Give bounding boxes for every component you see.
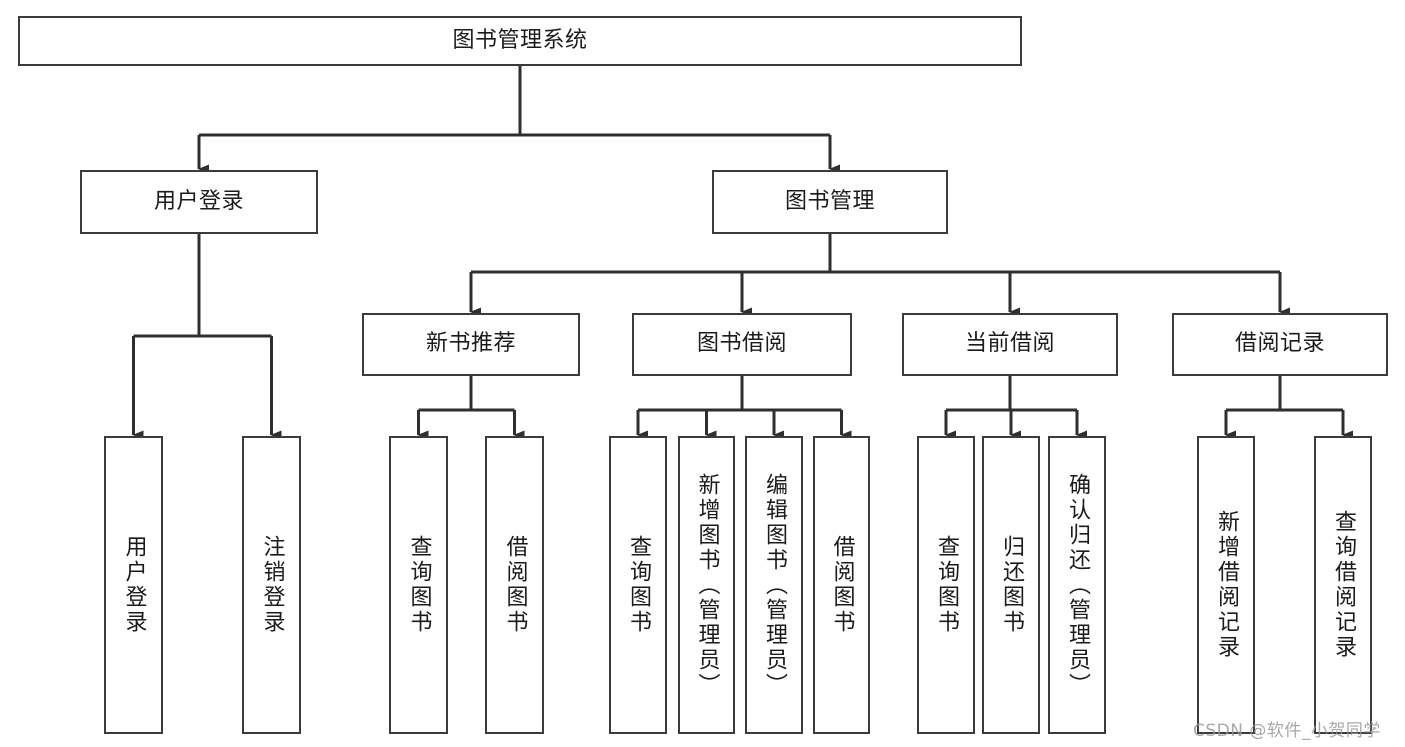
node-leaf-borrow-do: 借阅图书 <box>813 436 870 734</box>
watermark-text: CSDN @软件_小贺同学 <box>1193 721 1381 741</box>
node-book-manage: 图书管理 <box>712 170 948 234</box>
node-leaf-user-logout: 注销登录 <box>242 436 301 734</box>
node-leaf-cur-confirm: 确认归还（管理员） <box>1048 436 1106 734</box>
node-leaf-rec-query: 查询图书 <box>389 436 448 734</box>
node-borrow-record: 借阅记录 <box>1172 313 1388 376</box>
node-label-leaf-borrow-edit: 编辑图书（管理员） <box>762 472 787 698</box>
node-leaf-rec-search: 查询借阅记录 <box>1314 436 1372 734</box>
node-leaf-cur-query: 查询图书 <box>917 436 975 734</box>
node-label-leaf-rec-search: 查询借阅记录 <box>1331 510 1356 660</box>
node-label-leaf-cur-return: 归还图书 <box>999 535 1024 635</box>
node-label-book-manage: 图书管理 <box>784 188 875 214</box>
node-label-current-borrow: 当前借阅 <box>964 331 1055 357</box>
node-leaf-user-login: 用户登录 <box>104 436 163 734</box>
node-label-new-book-rec: 新书推荐 <box>425 331 516 357</box>
node-current-borrow: 当前借阅 <box>902 313 1118 376</box>
connector-paths <box>132 66 1353 440</box>
node-label-leaf-rec-borrow: 借阅图书 <box>502 535 528 635</box>
node-label-leaf-borrow-add: 新增图书（管理员） <box>694 472 720 698</box>
node-leaf-borrow-edit: 编辑图书（管理员） <box>745 436 803 734</box>
node-leaf-cur-return: 归还图书 <box>982 436 1040 734</box>
node-label-leaf-borrow-do: 借阅图书 <box>829 535 855 635</box>
node-label-leaf-user-login: 用户登录 <box>121 535 147 635</box>
node-label-user-login: 用户登录 <box>153 188 244 214</box>
node-label-book-borrow: 图书借阅 <box>696 331 787 357</box>
node-label-leaf-rec-query: 查询图书 <box>406 535 432 635</box>
node-leaf-borrow-query: 查询图书 <box>609 436 667 734</box>
node-leaf-borrow-add: 新增图书（管理员） <box>678 436 735 734</box>
node-new-book-rec: 新书推荐 <box>362 313 580 376</box>
node-book-borrow: 图书借阅 <box>632 313 852 376</box>
node-label-root: 图书管理系统 <box>452 27 588 53</box>
node-user-login: 用户登录 <box>80 170 318 234</box>
node-label-borrow-record: 借阅记录 <box>1234 331 1325 357</box>
node-label-leaf-cur-confirm: 确认归还（管理员） <box>1065 472 1090 698</box>
node-root: 图书管理系统 <box>18 16 1022 66</box>
node-label-leaf-user-logout: 注销登录 <box>259 535 285 635</box>
node-leaf-rec-add: 新增借阅记录 <box>1197 436 1255 734</box>
node-label-leaf-rec-add: 新增借阅记录 <box>1214 510 1239 660</box>
node-label-leaf-cur-query: 查询图书 <box>934 535 959 635</box>
node-leaf-rec-borrow: 借阅图书 <box>485 436 544 734</box>
node-label-leaf-borrow-query: 查询图书 <box>626 535 651 635</box>
